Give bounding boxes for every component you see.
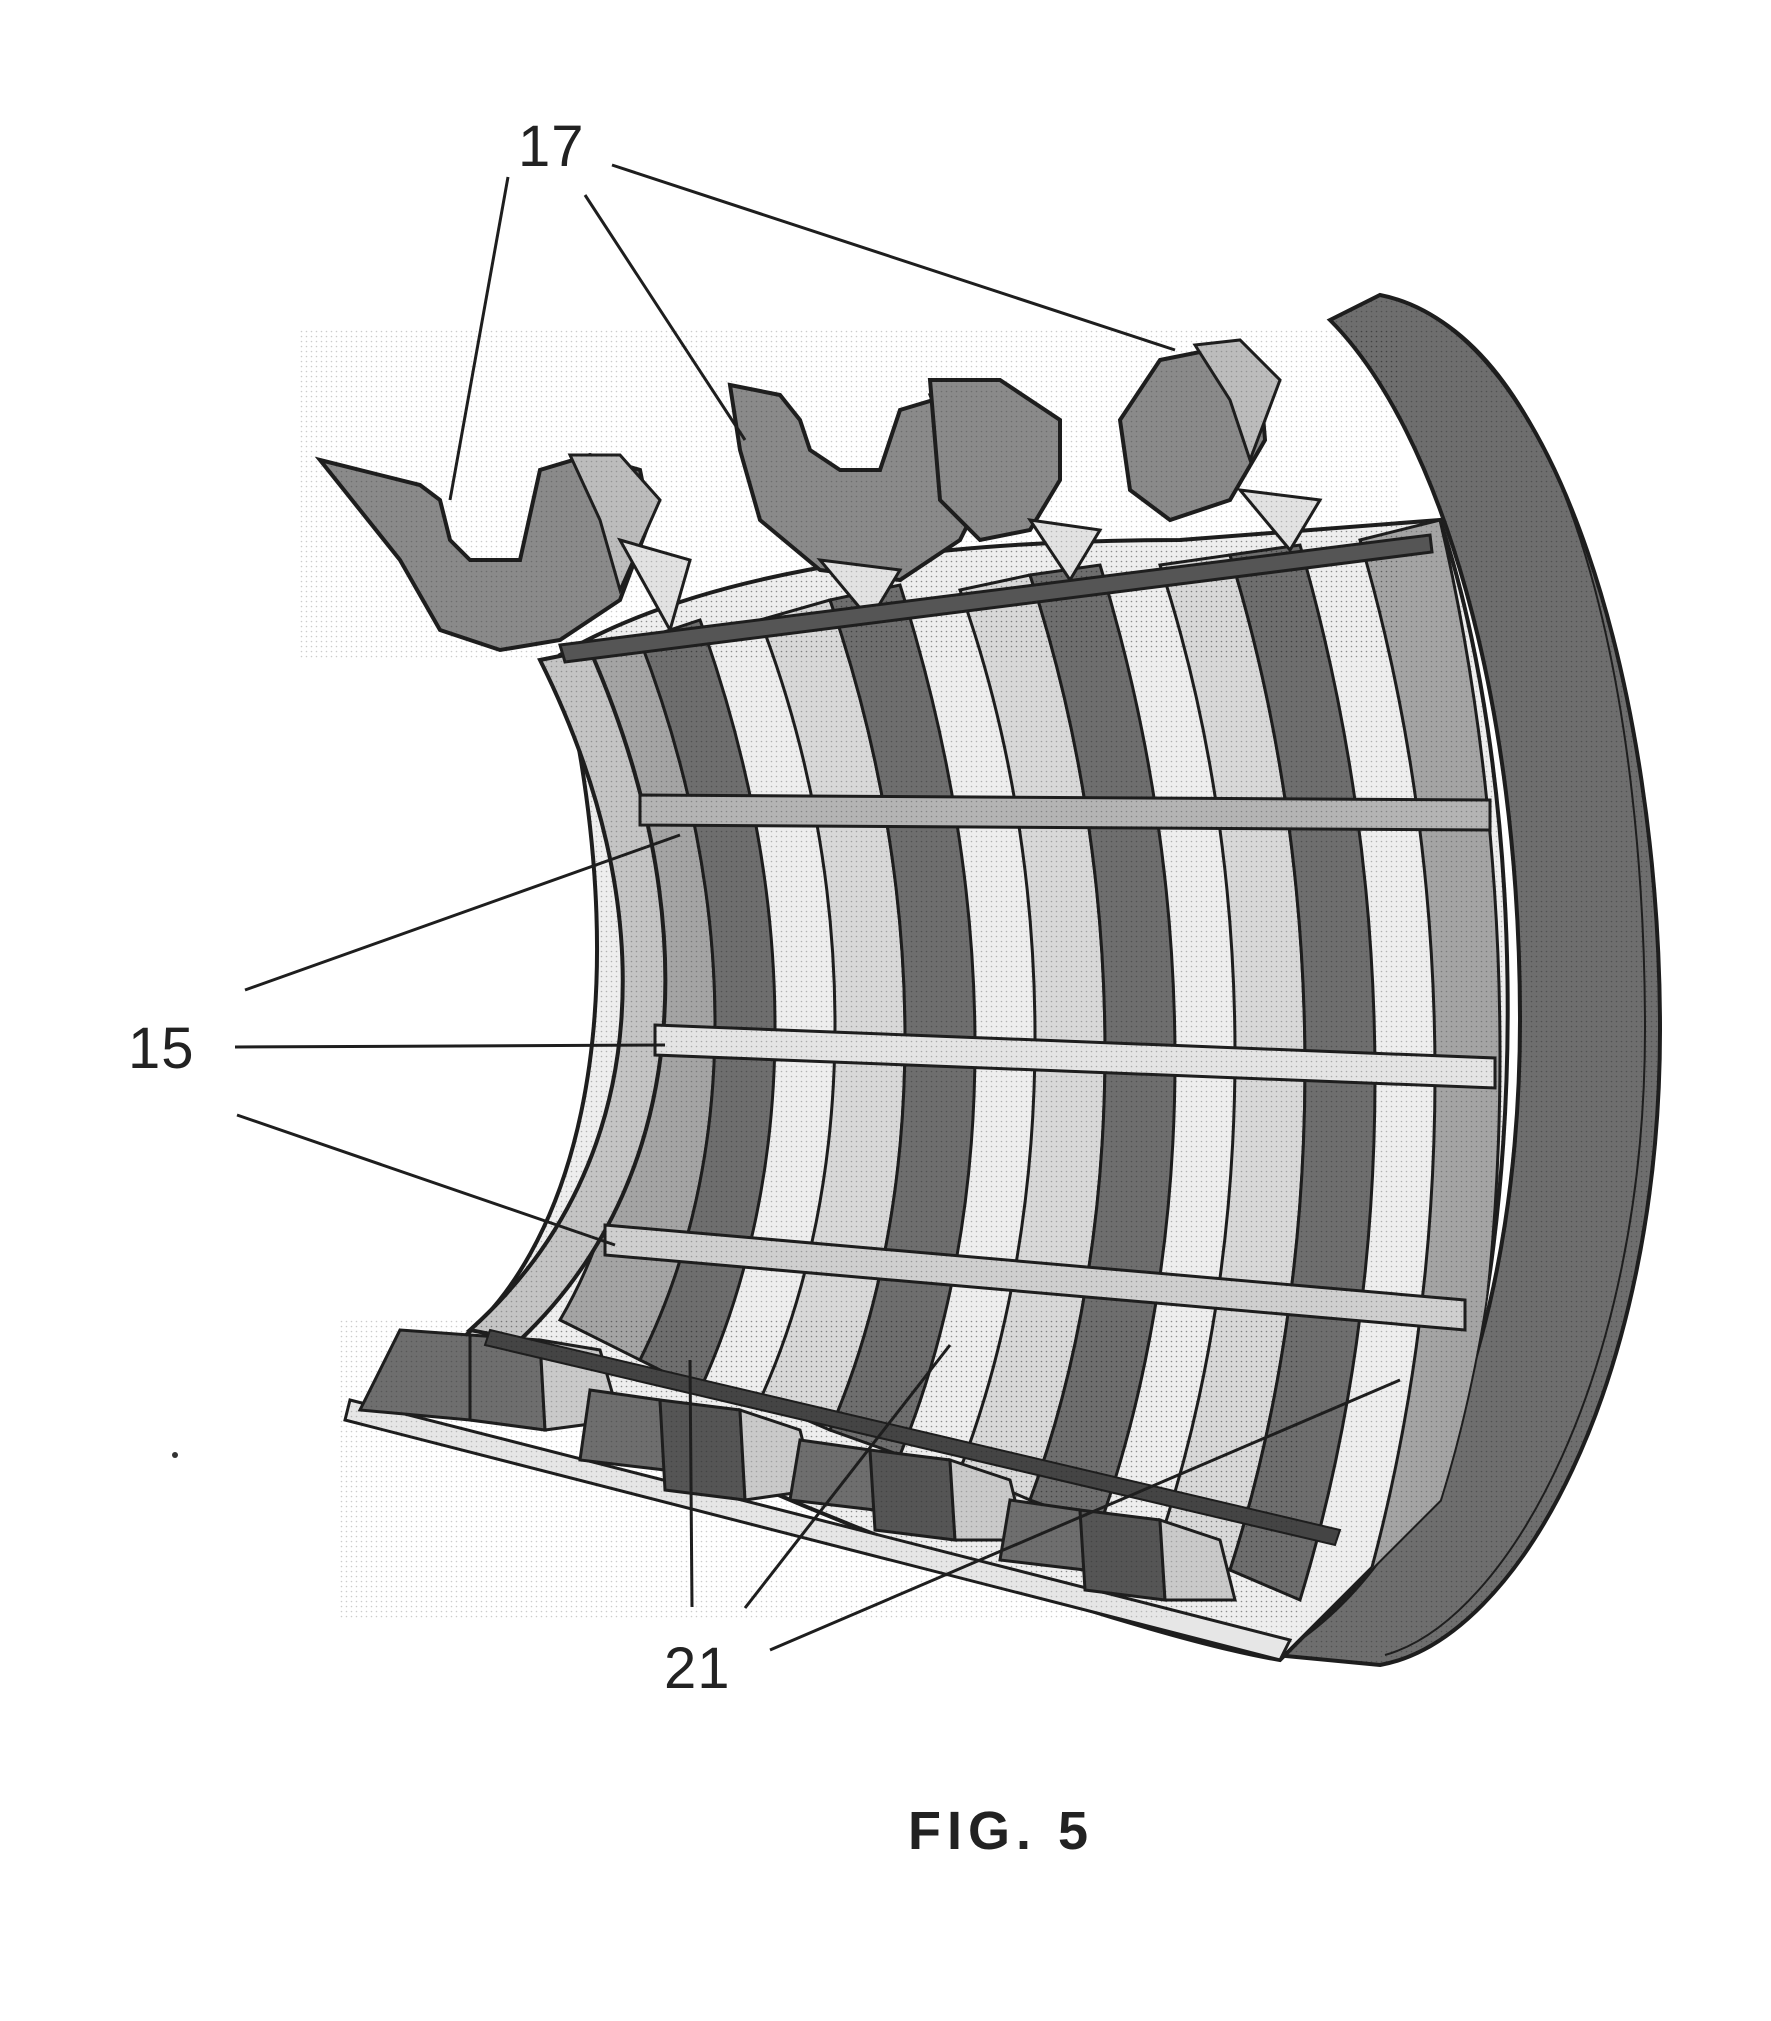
- floor-supports: [340, 1320, 1342, 1662]
- label-15: 15: [128, 1016, 195, 1081]
- speck-mark: [172, 1452, 178, 1458]
- leader-15-c: [236, 1113, 616, 1247]
- leader-15-b: [234, 1043, 666, 1049]
- stringers: [603, 793, 1497, 1332]
- stringer-lower: [603, 1223, 1467, 1332]
- leader-17-c: [611, 163, 1176, 352]
- figure-caption: FIG. 5: [908, 1801, 1095, 1861]
- leader-17-b: [583, 194, 747, 441]
- leader-21-b: [743, 1344, 952, 1609]
- stringer-upper: [638, 793, 1492, 832]
- leader-21-c: [769, 1378, 1401, 1652]
- label-17: 17: [518, 114, 585, 179]
- upper-beam: [558, 533, 1434, 664]
- leader-lines: [234, 163, 1401, 1652]
- end-frame: [1268, 292, 1663, 1668]
- leader-21-a: [688, 1359, 694, 1608]
- label-21: 21: [664, 1636, 731, 1701]
- leader-15-a: [244, 833, 681, 992]
- leader-17-a: [448, 176, 510, 501]
- top-ribs: [300, 330, 1400, 660]
